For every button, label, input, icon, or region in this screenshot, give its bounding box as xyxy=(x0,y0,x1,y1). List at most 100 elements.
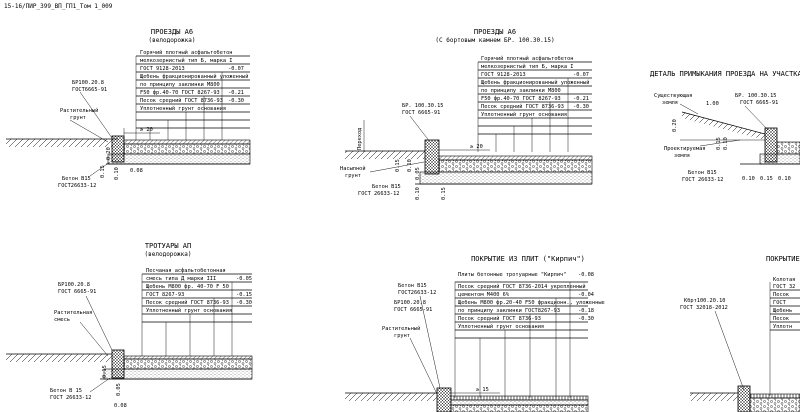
s6-layer-legend: Колотая ГОСТ 32 Песок ГОСТ Щебень Песок … xyxy=(769,277,800,396)
s3-label-6: ГОСТ 6665-91 xyxy=(740,100,778,106)
s2-veg-2: грунт xyxy=(345,173,361,179)
s5-layer-6: Песок средний ГОСТ 8736-93 xyxy=(458,316,541,322)
s5-layer-1: Плиты бетонные тротуарные "Кирпич" xyxy=(458,271,566,278)
s5-cross-section: ≥ 15 Бетон В15 ГОСТ26633-12 БР100.20.8 Г… xyxy=(345,283,589,412)
s5-layer-legend: Плиты бетонные тротуарные "Кирпич" -0.08… xyxy=(454,271,605,398)
s1-layer-7: Песок средний ГОСТ 8736-93 xyxy=(140,98,223,104)
s5-layer-5: по принципу заклинки ГОСТ8267-93 xyxy=(458,308,560,314)
s4-veg-2: смесь xyxy=(54,317,70,323)
s2-dim-2: 0.10 xyxy=(407,159,413,172)
s1-title: ПРОЕЗДЫ А6 xyxy=(151,28,193,36)
s5-mark-1: -0.08 xyxy=(578,272,594,278)
s2-layer-8: Уплотненный грунт основания xyxy=(481,112,567,118)
s1-layer-4: Щебень фракционированный уложенный xyxy=(140,73,248,80)
s2-layer-5: по принципу заклинки М800 xyxy=(481,88,561,94)
s6-label-1: Колотая xyxy=(773,277,795,283)
s3-title: ДЕТАЛЬ ПРИМЫКАНИЯ ПРОЕЗДА НА УЧАСТКАХ ВР xyxy=(650,70,800,78)
s4-layer-1: Песчаная асфальтобетонная xyxy=(146,267,226,274)
s2-layer-legend: Горячий плотный асфальтобетон мелкозерни… xyxy=(477,55,592,152)
s5-mark-4: -0.30 xyxy=(578,316,594,322)
s2-layer-3: ГОСТ 9128-2013 xyxy=(481,72,526,78)
s1-mark-3: -0.30 xyxy=(228,98,244,104)
s5-label-4: ГОСТ 6665-91 xyxy=(394,307,432,313)
s4-veg-1: Растительная xyxy=(54,310,92,316)
s5-label-1: Бетон В15 xyxy=(398,283,427,289)
s2-concrete-1: Бетон В15 xyxy=(372,184,401,190)
s4-concrete-2: ГОСТ 26633-12 xyxy=(50,395,91,401)
s3-dim-6: 0.15 xyxy=(760,176,773,182)
s2-curb-1: БР. 100.30.15 xyxy=(402,103,443,109)
s6-label-7: Щебень xyxy=(773,307,792,314)
s1-layer-2: мелкозернистый тип Б, марка I xyxy=(140,58,232,64)
s5-layer-3: цементом М400 6% xyxy=(458,292,510,298)
s5-label-2: ГОСТ26633-12 xyxy=(398,290,436,296)
section-proezd-a6-bike: ПРОЕЗДЫ А6 (велодорожка) Горячий плотный… xyxy=(6,28,251,189)
s4-dim-2: 0.08 xyxy=(114,403,127,409)
s2-dim-4: 0.10 xyxy=(415,187,421,200)
s1-slope: ≥ 20 xyxy=(140,127,153,133)
s4-dim-3: 0.05 xyxy=(116,383,122,396)
s2-cross-section: ≥ 20 БР. 100.30.15 ГОСТ 6665-91 Переход … xyxy=(340,103,593,200)
sheet-code: 15-16/ПИР_399_ВП_ГП1_Том 1_009 xyxy=(4,3,113,10)
s3-dim-3: 0.15 xyxy=(716,137,722,150)
s1-mark-2: -0.21 xyxy=(228,90,244,96)
s2-dim-3: 0.05 xyxy=(415,167,421,180)
s2-slope: ≥ 20 xyxy=(470,144,483,150)
s4-layer-4: ГОСТ 8267-93 xyxy=(146,292,184,298)
s1-layer-8: Уплотненный грунт основания xyxy=(140,106,226,112)
s2-layer-1: Горячий плотный асфальтобетон xyxy=(481,55,573,62)
s2-veg-1: Насыпной xyxy=(340,166,366,172)
s5-label-3: БР100.20.8 xyxy=(394,300,426,306)
s1-curb-2: ГОСТ6665-91 xyxy=(72,87,107,93)
s6-label-9: Уплотн xyxy=(773,324,792,330)
s4-layer-2: смесь типа Д марки III xyxy=(146,276,216,282)
s5-layer-4: Щебень М800 фр.20-40 F50 фракционн., уло… xyxy=(458,299,605,306)
s2-mark-3: -0.30 xyxy=(573,104,589,110)
s1-veg-1: Растительный xyxy=(60,108,98,114)
s5-slope: ≥ 15 xyxy=(476,387,489,393)
s2-perehod: Переход xyxy=(357,128,363,150)
s3-dim-4: 0.10 xyxy=(723,137,729,150)
s4-title: ТРОТУАРЫ АП xyxy=(145,242,191,250)
s4-layer-6: Уплотненный грунт основания xyxy=(146,308,232,314)
s1-layer-6: F50 фр.40-70 ГОСТ 8267-93 xyxy=(140,90,220,96)
s3-label-8: ГОСТ 26633-12 xyxy=(682,177,723,183)
s4-layer-3: Щебень М800 фр. 40-70 F 50 xyxy=(146,283,229,290)
s1-layer-3: ГОСТ 9128-2013 xyxy=(140,66,185,72)
section-proezd-a6-curb: ПРОЕЗДЫ А6 (С бортовым камнем БР. 100.30… xyxy=(340,28,593,200)
s1-curb-1: БР100.20.8 xyxy=(72,80,104,86)
s4-mark-3: -0.30 xyxy=(236,300,252,306)
s3-label-7: Бетон В15 xyxy=(688,170,717,176)
s5-layer-2: Песок средний ГОСТ 8736-2014 укрепленный xyxy=(458,284,586,290)
section-paving-tiles: ПОКРЫТИЕ ИЗ ПЛИТ ("Кирпич") Плиты бетонн… xyxy=(345,255,605,412)
s3-label-5: БР. 100.30.15 xyxy=(735,93,776,99)
s2-layer-4: Щебень фракционированный уложенный xyxy=(481,79,589,86)
s1-dim-4: 0.10 xyxy=(114,167,120,180)
s5-title: ПОКРЫТИЕ ИЗ ПЛИТ ("Кирпич") xyxy=(471,255,585,263)
s6-cross-section: Кбрт100.20.10 ГОСТ 32018-2012 xyxy=(680,297,800,412)
s1-concrete-1: Бетон В15 xyxy=(62,176,91,182)
s1-layer-1: Горячий плотный асфальтобетон xyxy=(140,49,232,56)
s1-dim-1: 0.20 xyxy=(106,147,112,160)
s4-layer-legend: Песчаная асфальтобетонная смесь типа Д м… xyxy=(141,267,252,356)
s6-label-3: Кбрт100.20.10 xyxy=(684,297,725,304)
s6-label-6: ГОСТ xyxy=(773,300,787,306)
s2-dim-1: 0.15 xyxy=(395,159,401,172)
s2-concrete-2: ГОСТ 26633-12 xyxy=(358,191,399,197)
section-sidewalk-ap: ТРОТУАРЫ АП (велодорожка) Песчаная асфал… xyxy=(6,242,253,409)
s3-label-1: Существующая xyxy=(654,93,692,99)
s2-mark-2: -0.21 xyxy=(573,96,589,102)
s1-layer-5: по принципу заклинки М800 xyxy=(140,82,220,88)
s1-veg-2: грунт xyxy=(70,115,86,121)
s4-dim-1: 0.15 xyxy=(102,365,108,378)
s1-subtitle: (велодорожка) xyxy=(149,37,196,44)
s2-layer-6: F50 фр.40-70 ГОСТ 8267-93 xyxy=(481,96,561,102)
s1-concrete-2: ГОСТ26633-12 xyxy=(58,183,96,189)
s3-label-2: земля xyxy=(662,100,678,106)
s1-dim-3: 0.15 xyxy=(100,165,106,178)
s6-title: ПОКРЫТИЕ xyxy=(766,255,800,263)
s6-label-4: ГОСТ 32018-2012 xyxy=(680,305,728,311)
s6-label-2: ГОСТ 32 xyxy=(773,284,795,290)
s1-mark-1: -0.07 xyxy=(228,66,244,72)
